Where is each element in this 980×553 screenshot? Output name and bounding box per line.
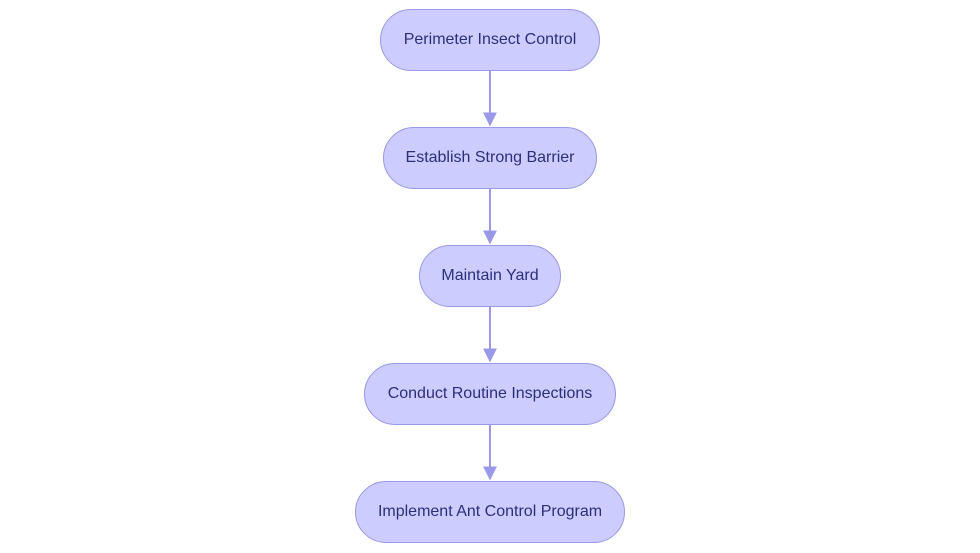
node-label: Maintain Yard [441, 267, 539, 284]
node-perimeter-insect-control: Perimeter Insect Control [380, 9, 600, 71]
node-label: Implement Ant Control Program [377, 503, 603, 520]
node-implement-ant-control-program: Implement Ant Control Program [355, 481, 625, 543]
node-label: Perimeter Insect Control [403, 31, 577, 48]
node-label: Conduct Routine Inspections [387, 385, 593, 402]
node-conduct-routine-inspections: Conduct Routine Inspections [364, 363, 616, 425]
node-establish-strong-barrier: Establish Strong Barrier [383, 127, 597, 189]
node-label: Establish Strong Barrier [405, 149, 575, 166]
node-maintain-yard: Maintain Yard [419, 245, 561, 307]
